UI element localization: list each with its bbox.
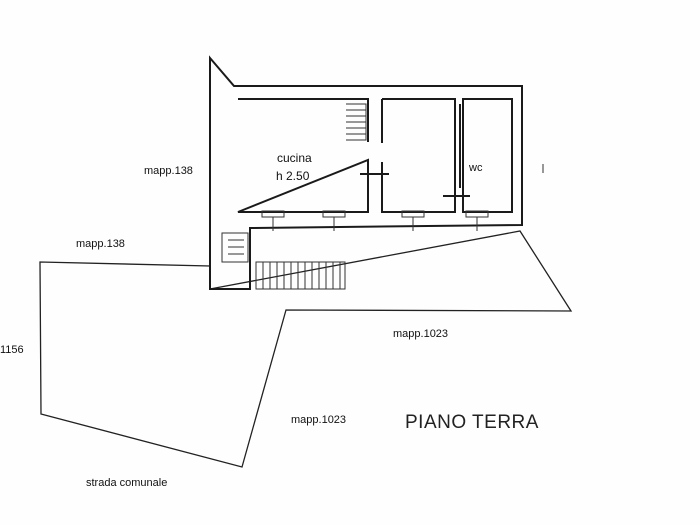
room-wc (462, 98, 513, 213)
label-road: strada comunale (86, 477, 167, 489)
plan-title: PIANO TERRA (405, 412, 539, 433)
room-kitchen-height: h 2.50 (276, 169, 310, 183)
building-outline (209, 55, 523, 290)
label-mapp-138-upper: mapp.138 (144, 165, 193, 177)
entry-stair (221, 232, 346, 290)
room-wc-name: wc (468, 162, 483, 174)
interior-stair (346, 103, 367, 141)
window-markers (261, 210, 489, 231)
label-mapp-1023-right: mapp.1023 (393, 328, 448, 340)
label-mapp-138-lower: mapp.138 (76, 238, 125, 250)
room-kitchen-name: cucina (277, 151, 312, 165)
label-mapp-1023-bottom: mapp.1023 (291, 414, 346, 426)
label-parcel-1156: 1156 (0, 344, 24, 356)
room-middle (381, 98, 456, 213)
room-kitchen (237, 98, 369, 213)
